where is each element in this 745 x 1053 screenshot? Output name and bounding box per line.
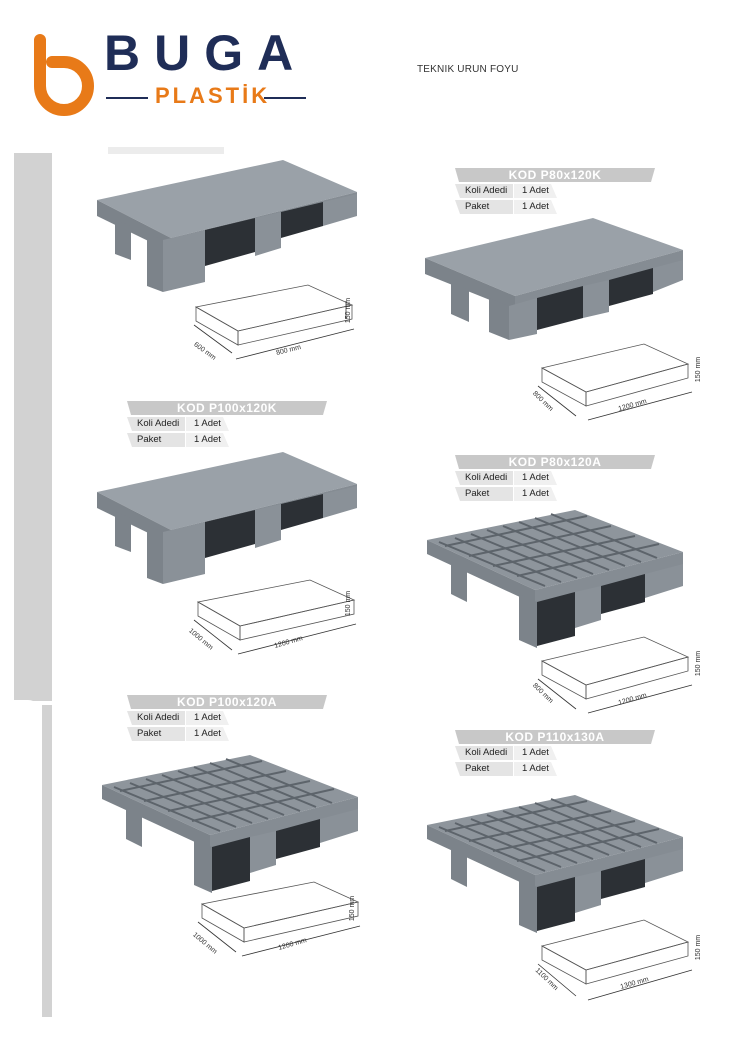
product-code: KOD P80x120K bbox=[455, 168, 655, 182]
spec-koli-row: Koli Adedi 1 Adet bbox=[127, 417, 327, 431]
spec-value: 1 Adet bbox=[513, 762, 557, 776]
product-code: KOD P100x120K bbox=[127, 401, 327, 415]
product-p80x120a: KOD P80x120A Koli Adedi 1 Adet Paket Ade… bbox=[455, 455, 655, 501]
spec-value: 1 Adet bbox=[513, 746, 557, 760]
spec-paket-row: Paket Adedi 1 Adet bbox=[455, 200, 655, 214]
spec-value: 1 Adet bbox=[185, 711, 229, 725]
pallet-dimension-drawing bbox=[193, 579, 357, 655]
dim-height: 150 mm bbox=[345, 590, 353, 617]
pallet-dimension-drawing bbox=[197, 881, 361, 957]
grid-pallet-image bbox=[427, 510, 683, 648]
spec-label: Paket Adedi bbox=[127, 727, 185, 741]
grid-pallet-image bbox=[102, 755, 358, 893]
spec-label: Koli Adedi bbox=[127, 417, 185, 431]
logo-rule-right bbox=[264, 97, 306, 99]
pallet-dimension-drawing bbox=[193, 284, 355, 360]
grid-pallet-image bbox=[427, 795, 683, 933]
spec-label: Koli Adedi bbox=[127, 711, 185, 725]
product-p100x120a: KOD P100x120A Koli Adedi 1 Adet Paket Ad… bbox=[127, 695, 327, 741]
dim-height: 150 mm bbox=[345, 297, 353, 324]
logo-subtitle: PLASTİK bbox=[155, 83, 271, 108]
spec-value: 1 Adet bbox=[513, 184, 557, 198]
product-p80x120k: KOD P80x120K Koli Adedi 1 Adet Paket Ade… bbox=[455, 168, 655, 214]
solid-pallet-image bbox=[97, 160, 357, 292]
dim-height: 150 mm bbox=[349, 895, 357, 922]
spec-label: Paket Adedi bbox=[127, 433, 185, 447]
product-p110x130a: KOD P110x130A Koli Adedi 1 Adet Paket Ad… bbox=[455, 730, 655, 776]
spec-value: 1 Adet bbox=[513, 487, 557, 501]
spec-label: Koli Adedi bbox=[455, 471, 513, 485]
spec-label: Paket Adedi bbox=[455, 200, 513, 214]
spec-koli-row: Koli Adedi 1 Adet bbox=[455, 746, 655, 760]
side-notch bbox=[14, 700, 42, 720]
buga-logo-icon bbox=[34, 34, 94, 116]
logo-wordmark: BUGA bbox=[104, 25, 308, 81]
spec-paket-row: Paket Adedi 1 Adet bbox=[455, 762, 655, 776]
spec-koli-row: Koli Adedi 1 Adet bbox=[127, 711, 327, 725]
dim-height: 150 mm bbox=[695, 934, 703, 961]
spec-label: Paket Adedi bbox=[455, 762, 513, 776]
spec-paket-row: Paket Adedi 1 Adet bbox=[127, 433, 327, 447]
dim-height: 150 mm bbox=[695, 650, 703, 677]
logo-rule-left bbox=[106, 97, 148, 99]
spec-koli-row: Koli Adedi 1 Adet bbox=[455, 471, 655, 485]
product-code: KOD P80x120A bbox=[455, 455, 655, 469]
spec-paket-row: Paket Adedi 1 Adet bbox=[127, 727, 327, 741]
spec-label: Paket Adedi bbox=[455, 487, 513, 501]
spec-value: 1 Adet bbox=[185, 727, 229, 741]
pallet-dimension-drawing bbox=[537, 919, 693, 1001]
solid-pallet-image bbox=[97, 452, 357, 584]
document-title: TEKNIK URUN FOYU bbox=[417, 64, 519, 75]
spec-label: Koli Adedi bbox=[455, 746, 513, 760]
product-p100x120k: KOD P100x120K Koli Adedi 1 Adet Paket Ad… bbox=[127, 401, 327, 447]
cropped-spec-row bbox=[108, 147, 224, 154]
side-band bbox=[14, 153, 52, 701]
solid-pallet-image bbox=[425, 218, 683, 340]
pallet-dimension-drawing bbox=[537, 343, 693, 421]
product-code: KOD P100x120A bbox=[127, 695, 327, 709]
spec-label: Koli Adedi bbox=[455, 184, 513, 198]
pallet-dimension-drawing bbox=[537, 636, 693, 714]
product-code: KOD P110x130A bbox=[455, 730, 655, 744]
spec-value: 1 Adet bbox=[513, 200, 557, 214]
dim-height: 150 mm bbox=[695, 356, 703, 383]
side-strip bbox=[42, 705, 52, 1017]
spec-paket-row: Paket Adedi 1 Adet bbox=[455, 487, 655, 501]
spec-value: 1 Adet bbox=[185, 433, 229, 447]
spec-value: 1 Adet bbox=[185, 417, 229, 431]
spec-koli-row: Koli Adedi 1 Adet bbox=[455, 184, 655, 198]
spec-value: 1 Adet bbox=[513, 471, 557, 485]
